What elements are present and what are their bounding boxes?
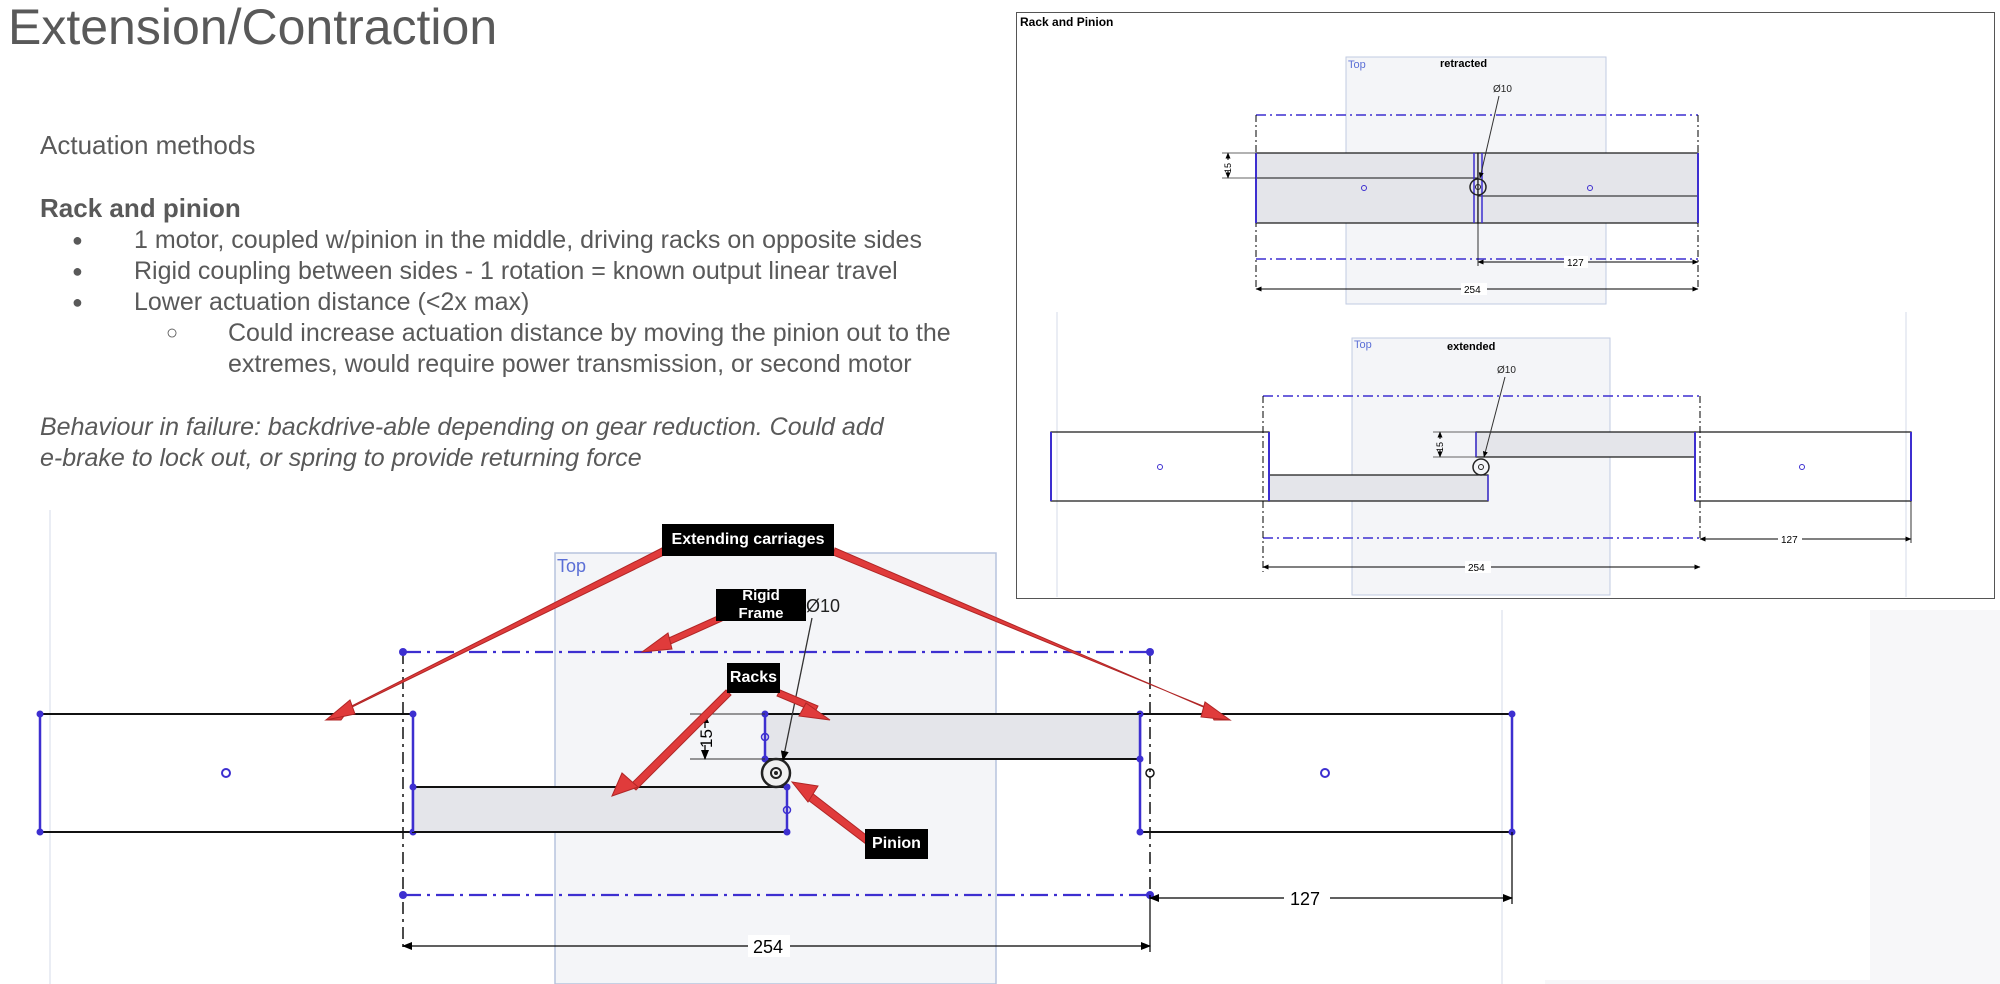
retracted-state-label: retracted [1440, 58, 1487, 70]
rigid-frame-outline [403, 650, 1150, 897]
bullet-dot-icon: ● [72, 261, 83, 281]
bullet-item: ● Rigid coupling between sides - 1 rotat… [72, 256, 898, 287]
top-view-label: Top [557, 556, 586, 576]
failure-behaviour-note: Behaviour in failure: backdrive-able dep… [40, 412, 1000, 474]
diameter-dimension-label: Ø10 [806, 596, 840, 616]
extended-width-label: 254 [1468, 563, 1485, 574]
frame-centerlines [402, 652, 1151, 952]
section-heading: Rack and pinion [40, 193, 241, 223]
extended-left-carriage [1050, 431, 1270, 502]
retracted-extension-label: 127 [1567, 258, 1584, 269]
bullet-dot-icon: ● [72, 292, 83, 312]
bullet-circle-icon: ○ [166, 322, 179, 344]
extended-upper-rack [1475, 431, 1696, 458]
callout-racks: Racks [727, 663, 780, 693]
lower-rack [412, 786, 788, 833]
bullet-text: Rigid coupling between sides - 1 rotatio… [134, 257, 898, 285]
bullet-item: ● Lower actuation distance (<2x max) [72, 287, 530, 318]
callout-pinion: Pinion [865, 829, 928, 859]
extended-state-label: extended [1447, 341, 1495, 353]
arrow-racks-lower [629, 689, 732, 791]
sub-bullet-text: Could increase actuation distance by mov… [228, 319, 951, 347]
extended-lower-rack [1268, 474, 1489, 502]
extended-view-label: Top [1354, 339, 1372, 351]
carriage-center-point [1320, 768, 1330, 778]
note-line: Behaviour in failure: backdrive-able dep… [40, 413, 884, 441]
retracted-width-label: 254 [1464, 285, 1481, 296]
carriage-center-point [221, 768, 231, 778]
subheading: Actuation methods [40, 130, 256, 160]
note-line: e-brake to lock out, or spring to provid… [40, 444, 642, 472]
retracted-diameter-label: Ø10 [1493, 84, 1512, 95]
retracted-pinion [1469, 178, 1487, 196]
bullet-item: ● 1 motor, coupled w/pinion in the middl… [72, 225, 922, 256]
background-panel [1870, 610, 2000, 984]
callout-rigid-frame-line: Frame [738, 605, 784, 622]
extended-diameter-label: Ø10 [1497, 365, 1516, 376]
bullet-text: Lower actuation distance (<2x max) [134, 288, 530, 316]
sub-bullet-text: extremes, would require power transmissi… [228, 350, 912, 378]
callout-rigid-frame-line: Rigid [742, 587, 780, 604]
callout-rigid-frame: Rigid Frame [716, 587, 806, 622]
height-dimension-label: 15 [697, 729, 716, 748]
retracted-view-label: Top [1348, 59, 1366, 71]
background-panel [1545, 980, 2000, 984]
extended-right-carriage [1694, 431, 1912, 502]
retracted-height-label: 15 [1223, 163, 1233, 173]
bullet-dot-icon: ● [72, 230, 83, 250]
extended-extension-label: 127 [1781, 535, 1798, 546]
callout-extending-carriages: Extending carriages [662, 524, 834, 556]
inset-title: Rack and Pinion [1020, 15, 1114, 29]
bullet-text: 1 motor, coupled w/pinion in the middle,… [134, 226, 922, 254]
width-dimension-label: 254 [753, 937, 783, 957]
callout-arrows [324, 547, 1232, 845]
extended-height-label: 15 [1435, 442, 1445, 452]
sub-bullet-item: ○ Could increase actuation distance by m… [166, 318, 951, 349]
upper-rack [764, 713, 1141, 760]
slide-title: Extension/Contraction [8, 0, 498, 55]
extended-pinion [1472, 458, 1490, 476]
sub-bullet-continuation: extremes, would require power transmissi… [228, 349, 912, 380]
extension-dimension-label: 127 [1290, 889, 1320, 909]
extended-top-view-panel [1351, 337, 1611, 596]
